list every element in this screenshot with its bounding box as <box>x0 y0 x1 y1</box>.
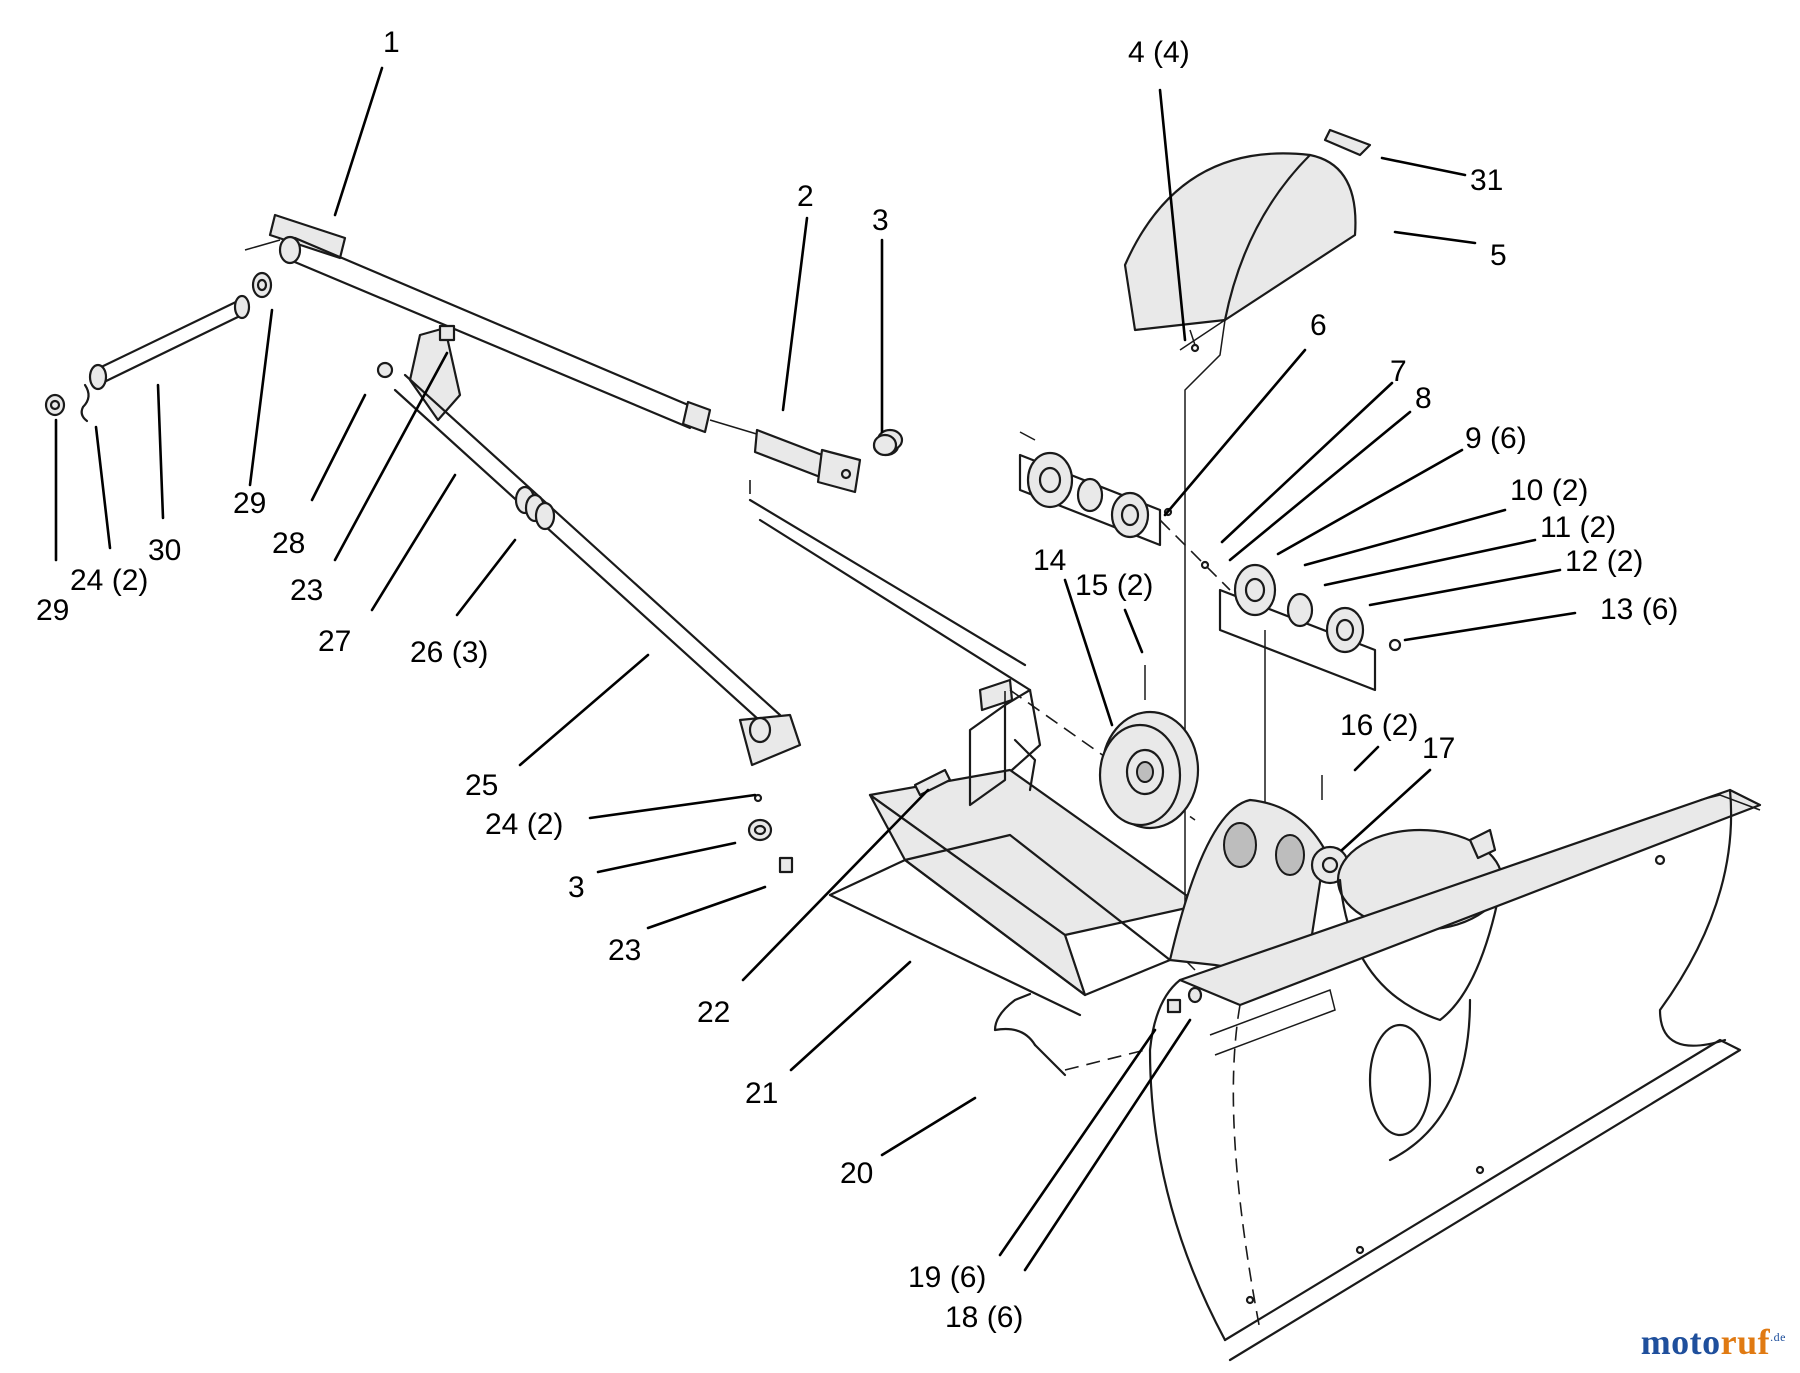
spring-washers <box>514 485 556 531</box>
watermark-suffix: .de <box>1770 1330 1786 1344</box>
part-small-pin <box>913 768 952 797</box>
callout-19: 19 (6) <box>908 1261 986 1294</box>
leader-lines <box>54 66 1577 1272</box>
callout-2: 2 <box>797 180 814 213</box>
callout-15: 15 (2) <box>1075 569 1153 602</box>
callout-21: 21 <box>745 1077 778 1110</box>
callout-labels: 1 2 3 4 (4) 31 5 6 7 8 9 (6) 10 (2) 11 (… <box>36 26 1678 1334</box>
watermark-part2: ruf <box>1720 1322 1771 1362</box>
callout-1: 1 <box>383 26 400 59</box>
callout-25: 25 <box>465 769 498 802</box>
callout-28: 28 <box>272 527 305 560</box>
callout-22: 22 <box>697 996 730 1029</box>
callout-6: 6 <box>1310 309 1327 342</box>
callout-18: 18 (6) <box>945 1301 1023 1334</box>
callout-23-bottom: 23 <box>608 934 641 967</box>
part-clevis-rod <box>748 428 1032 692</box>
callout-7: 7 <box>1390 355 1407 388</box>
callout-24-bottom: 24 (2) <box>485 808 563 841</box>
callout-29-left: 29 <box>36 594 69 627</box>
part-bolts-18-19 <box>1166 986 1203 1014</box>
callout-10: 10 (2) <box>1510 474 1588 507</box>
part-hardware-lower <box>747 433 898 874</box>
callout-30: 30 <box>148 534 181 567</box>
callout-11: 11 (2) <box>1540 511 1616 544</box>
part-blade-housing <box>1148 788 1762 1362</box>
callout-9: 9 (6) <box>1465 422 1527 455</box>
callout-3-bottom: 3 <box>568 871 585 904</box>
part-pulley <box>1098 665 1200 830</box>
callout-8: 8 <box>1415 382 1432 415</box>
part-belt-cover <box>1123 128 1372 353</box>
watermark-logo: motoruf.de <box>1641 1321 1786 1363</box>
callout-16: 16 (2) <box>1340 709 1418 742</box>
part-link-arm <box>376 324 802 767</box>
callout-5: 5 <box>1490 239 1507 272</box>
part-pivot-pin <box>44 239 281 423</box>
part-bearing-assembly <box>1018 431 1402 692</box>
callout-4: 4 (4) <box>1128 36 1190 69</box>
callout-29-right: 29 <box>233 487 266 520</box>
watermark-part1: moto <box>1640 1322 1721 1362</box>
callout-3: 3 <box>872 204 889 237</box>
callout-14: 14 <box>1033 544 1066 577</box>
callout-31: 31 <box>1470 164 1503 197</box>
callout-23-top: 23 <box>290 574 323 607</box>
callout-26: 26 (3) <box>410 636 488 669</box>
callout-24-top: 24 (2) <box>70 564 148 597</box>
part-lift-tube <box>268 213 900 494</box>
callout-12: 12 (2) <box>1565 545 1643 578</box>
callout-20: 20 <box>840 1157 873 1190</box>
callout-27: 27 <box>318 625 351 658</box>
callout-17: 17 <box>1422 732 1455 765</box>
part-hook-rod <box>993 992 1146 1077</box>
callout-13: 13 (6) <box>1600 593 1678 626</box>
